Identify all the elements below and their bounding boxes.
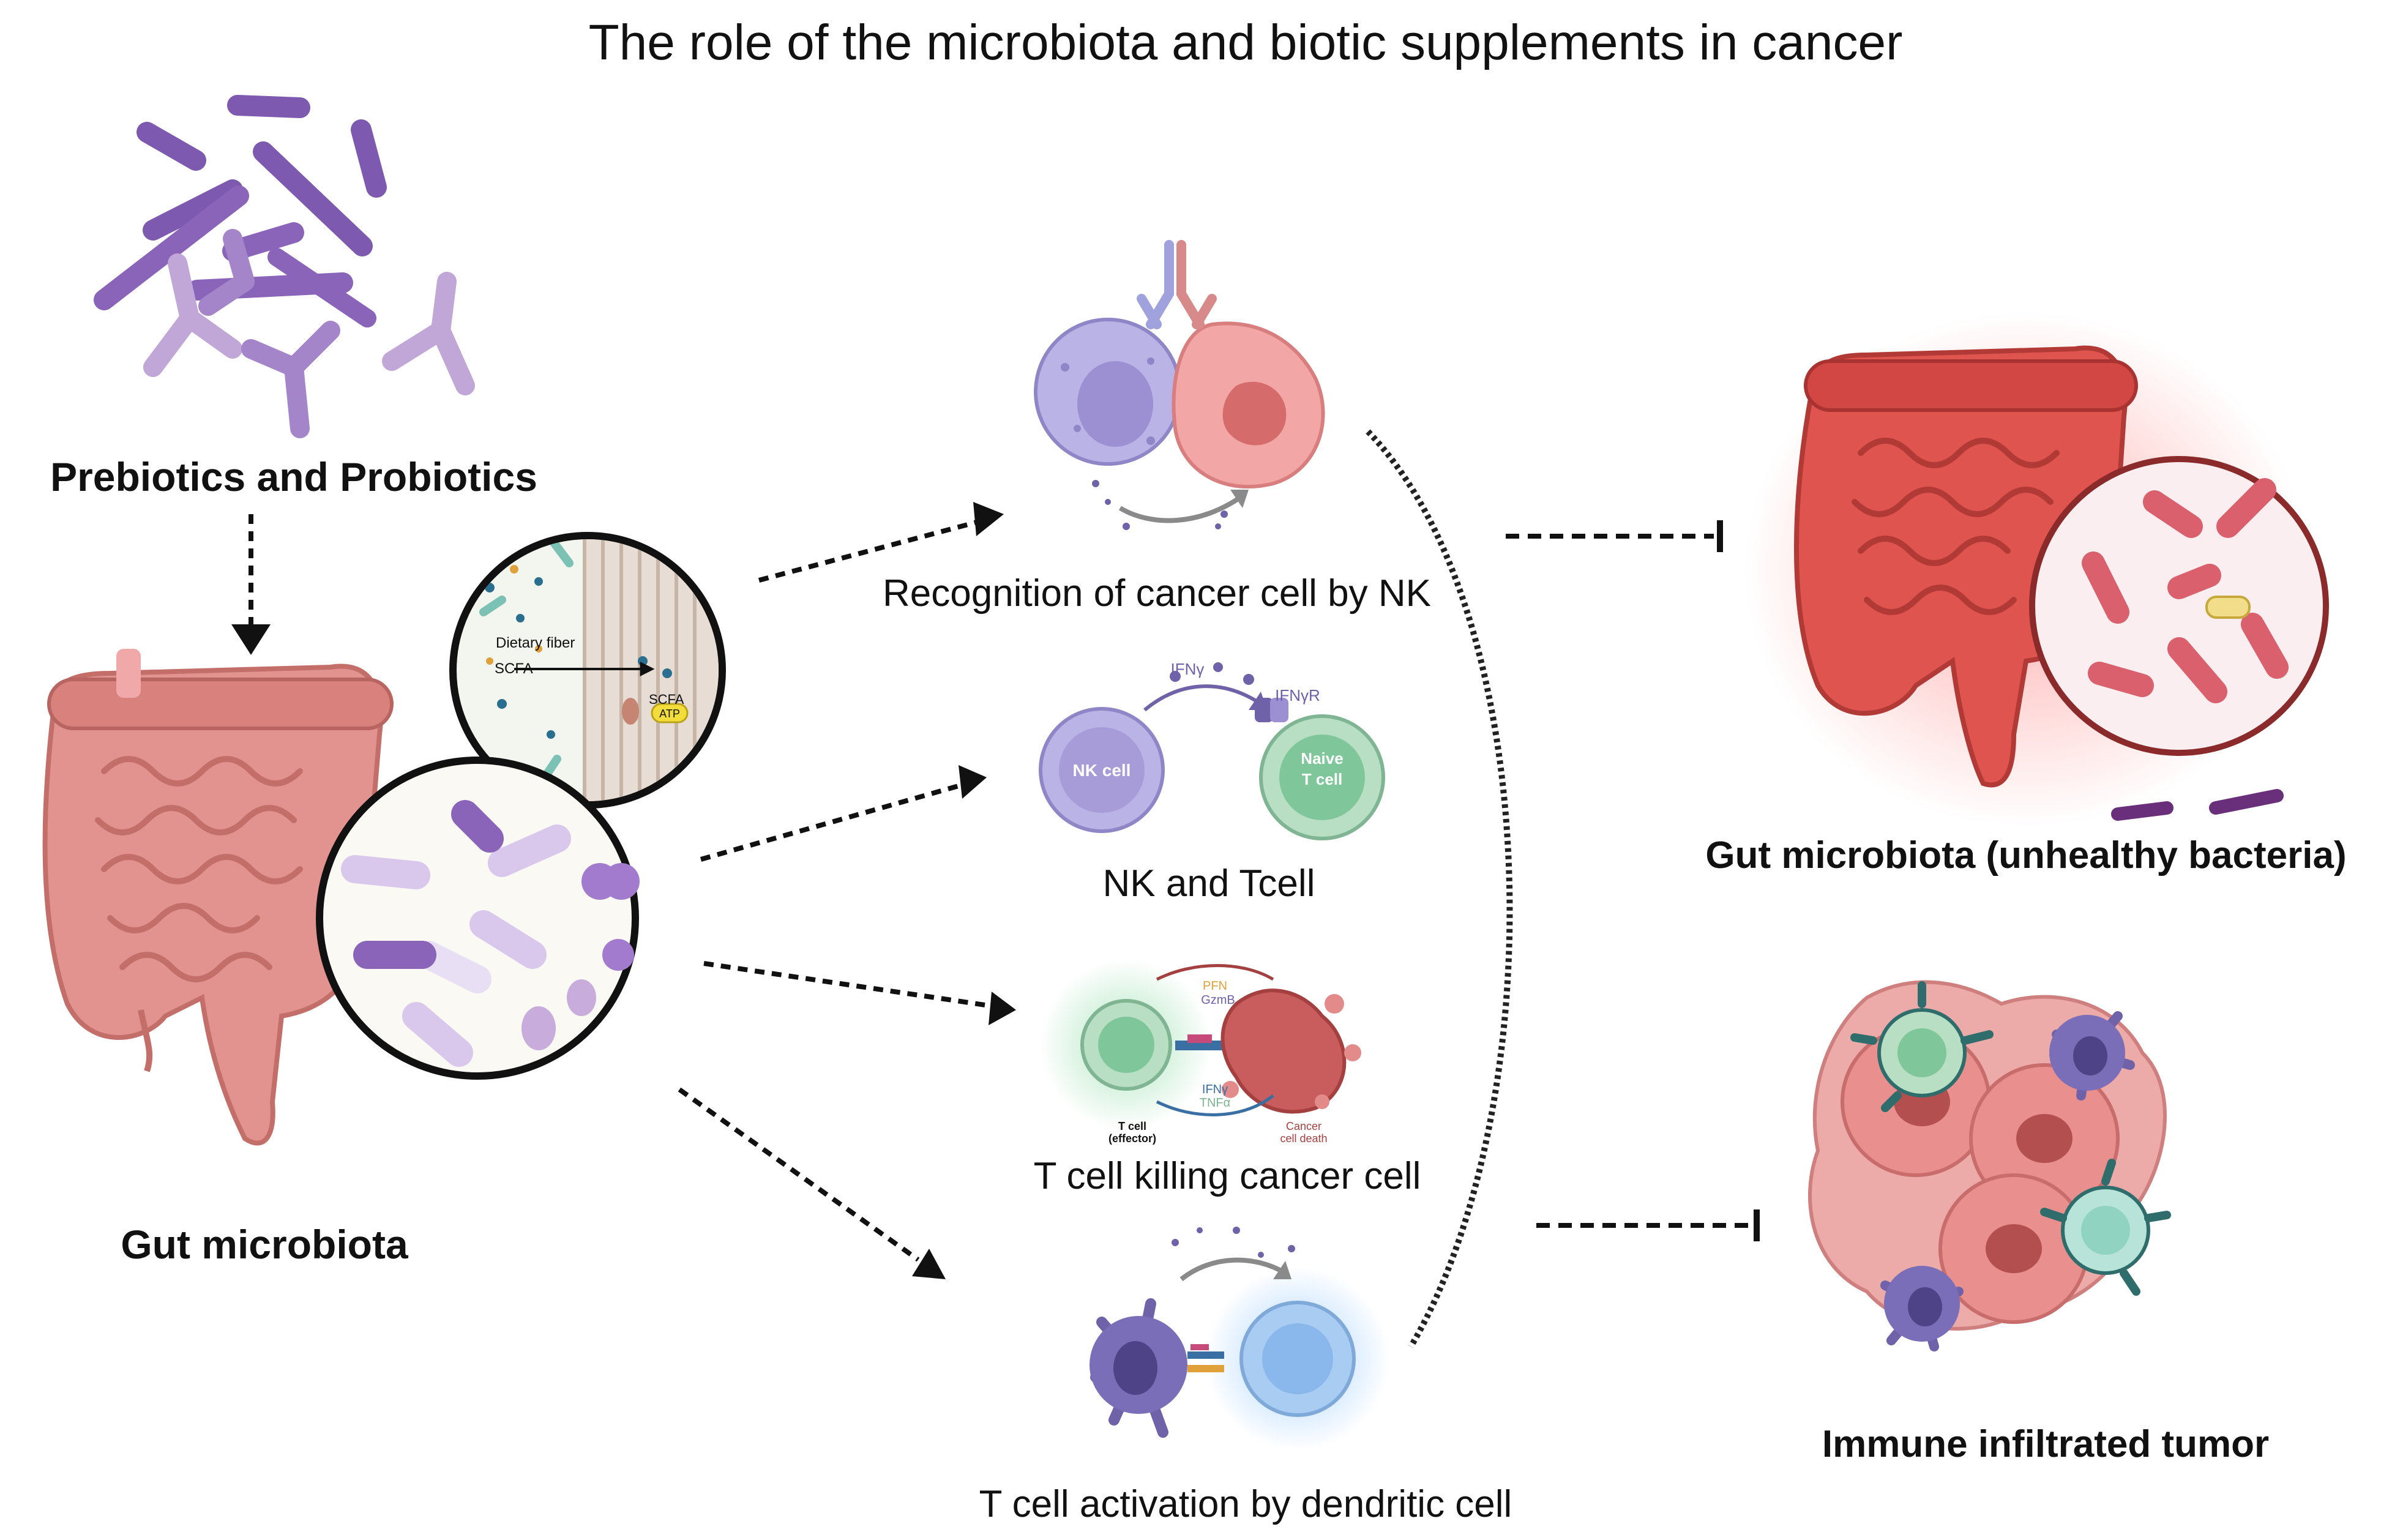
tcell-killing-label: T cell killing cancer cell (1034, 1155, 1421, 1197)
recognition-nk-label: Recognition of cancer cell by NK (883, 572, 1431, 615)
cancer-death-label-2: cell death (1280, 1132, 1327, 1145)
immune-tumor-label: Immune infiltrated tumor (1822, 1423, 2269, 1465)
inset-scfa2-label: SCFA (649, 692, 684, 707)
immune-tumor-illustration (1808, 980, 2171, 1351)
inset-dietary-fiber-label: Dietary fiber (496, 635, 575, 651)
tcell-killing-illustration (1041, 959, 1361, 1131)
arrows-left-to-middle (678, 519, 998, 1262)
dc-activation-label: T cell activation by dendritic cell (979, 1483, 1512, 1525)
inhibition-arrows (1506, 520, 1760, 1241)
curved-dotted-bracket (1366, 429, 1513, 1348)
tnfa-label: TNFα (1200, 1096, 1230, 1110)
prebiotics-probiotics-label: Prebiotics and Probiotics (50, 454, 537, 499)
inflamed-gut-illustration (1744, 312, 2329, 826)
tcell-effector-label-2: (effector) (1108, 1132, 1156, 1145)
unhealthy-microbiota-label: Gut microbiota (unhealthy bacteria) (1705, 834, 2346, 877)
arrow-heads-left-to-middle (912, 502, 1016, 1279)
probiotics-illustration (94, 95, 475, 438)
nk-recognition-illustration (1034, 240, 1325, 530)
pfn-label: PFN (1203, 979, 1227, 993)
nk-tcell-illustration (1039, 662, 1385, 840)
gzmb-label: GzmB (1201, 993, 1235, 1007)
healthy-gut-illustration (42, 649, 394, 1146)
gut-bacteria-inset-circle (316, 757, 640, 1080)
inset-scfa-label: SCFA (495, 660, 533, 677)
page-title: The role of the microbiota and biotic su… (589, 15, 1903, 70)
naive-tcell-label-2: T cell (1302, 770, 1342, 788)
arrow-head-down (231, 624, 271, 655)
ifng-killing-label: IFNγ (1202, 1083, 1228, 1096)
gut-microbiota-label: Gut microbiota (121, 1222, 409, 1267)
inset-atp-label: ATP (659, 708, 680, 720)
ifngr-label: IFNγR (1275, 686, 1320, 705)
dc-activation-illustration (1090, 1227, 1389, 1451)
ifng-label: IFNγ (1171, 660, 1205, 678)
nk-tcell-label: NK and Tcell (1103, 862, 1315, 905)
cancer-death-label-1: Cancer (1286, 1120, 1321, 1132)
nk-cell-label: NK cell (1073, 761, 1131, 780)
naive-tcell-label-1: Naive (1301, 749, 1343, 768)
tcell-effector-label-1: T cell (1118, 1120, 1146, 1132)
